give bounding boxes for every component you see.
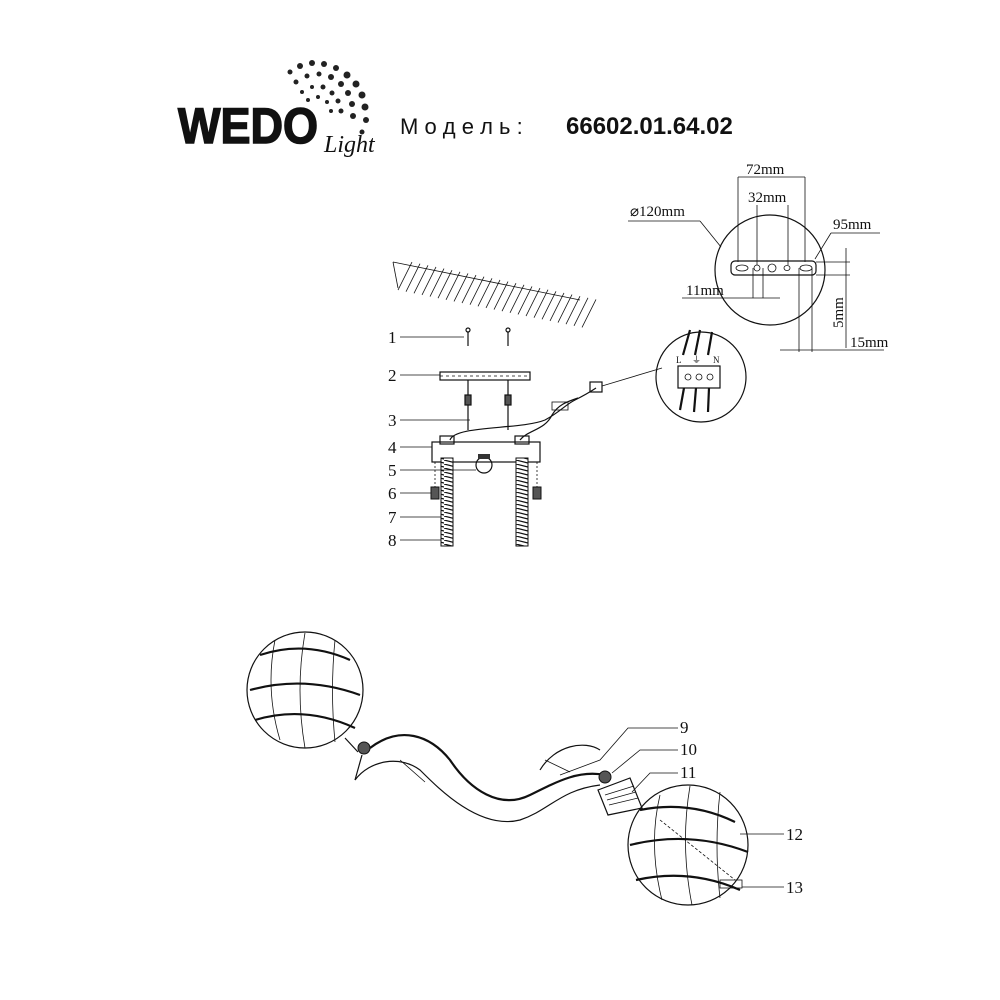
terminal-connector: [589, 381, 603, 393]
lamp-holder: [598, 770, 612, 784]
part-label-13: 13: [786, 878, 803, 897]
glass-shade-right: [627, 784, 749, 906]
hatch-line: [501, 282, 517, 312]
hatch-line: [429, 268, 445, 297]
hatch-line: [525, 287, 541, 317]
dim-11mm: 11mm: [686, 283, 724, 299]
wedo-light-logo: WEDO Light: [177, 60, 376, 158]
hatch-line: [573, 297, 589, 326]
dim-95mm: 95mm: [833, 217, 872, 233]
nut: [430, 486, 440, 500]
part-label-6: 6: [388, 484, 397, 503]
socket: [597, 777, 643, 816]
dim-72mm: 72mm: [746, 162, 785, 178]
hatch-line: [397, 261, 413, 291]
dim-15mm: 15mm: [850, 335, 889, 351]
part-label-5: 5: [388, 461, 397, 480]
logo-wordmark: WEDO: [178, 98, 318, 154]
canopy-outline-circle: [714, 214, 826, 326]
hatch-line: [565, 295, 581, 325]
hatch-line: [493, 281, 509, 310]
lamp-assembly: [246, 631, 749, 906]
part-label-9: 9: [680, 718, 689, 737]
model-label: М о д е л ь :: [400, 114, 523, 139]
part-label-1: 1: [388, 328, 397, 347]
hatch-line: [421, 266, 437, 296]
s-curved-arm: [369, 734, 606, 802]
part-label-8: 8: [388, 531, 397, 550]
dim-32mm: 32mm: [748, 190, 787, 206]
part-label-12: 12: [786, 825, 803, 844]
part-label-2: 2: [388, 366, 397, 385]
ground-icon: ⏚: [692, 355, 701, 365]
part-label-4: 4: [388, 438, 397, 457]
canopy: [431, 441, 541, 463]
glass-shade-left: [246, 631, 364, 749]
wire-live-label: L: [676, 355, 682, 365]
logo-subtext: Light: [323, 132, 376, 158]
hatch-line: [581, 299, 597, 328]
hatch-line: [517, 286, 533, 315]
mount-assembly: [430, 327, 663, 547]
hatch-line: [533, 289, 549, 318]
hatch-line: [557, 294, 573, 323]
hatch-line: [469, 276, 485, 305]
hatch-line: [477, 278, 493, 307]
dim-5mm: 5mm: [831, 297, 847, 328]
part-label-10: 10: [680, 740, 697, 759]
hatch-line: [485, 279, 501, 309]
part-label-11: 11: [680, 763, 696, 782]
power-wire: [449, 387, 597, 441]
hatch-line: [413, 265, 429, 294]
hatch-line: [541, 291, 557, 320]
hatch-line: [509, 284, 525, 313]
model-number: 66602.01.64.02: [566, 113, 733, 140]
wire-neutral-label: N: [713, 355, 720, 365]
callouts-right: 9 10 11 12 13: [559, 718, 803, 897]
dim-diameter-120mm: ⌀120mm: [630, 204, 685, 220]
mounting-plate: [730, 260, 817, 276]
hatch-line: [437, 269, 453, 299]
mounting-plate-dimensions: 72mm 32mm ⌀120mm 95mm 11mm 5mm 15mm: [628, 162, 889, 352]
hatch-line: [445, 271, 461, 300]
nut: [532, 486, 542, 500]
wiring-detail: L ⏚ N: [655, 329, 747, 423]
ceiling-hatch: [392, 261, 597, 328]
hatch-line: [549, 292, 565, 322]
bulb: [719, 879, 743, 889]
threaded-rods: [440, 457, 529, 547]
decorative-ball: [475, 456, 493, 474]
hatch-line: [405, 263, 421, 292]
hatch-line: [453, 273, 469, 302]
part-label-3: 3: [388, 411, 397, 430]
hatch-line: [461, 274, 477, 304]
callouts-left: 1 2 3 4 5 6 7 8: [388, 328, 476, 550]
part-label-7: 7: [388, 508, 397, 527]
